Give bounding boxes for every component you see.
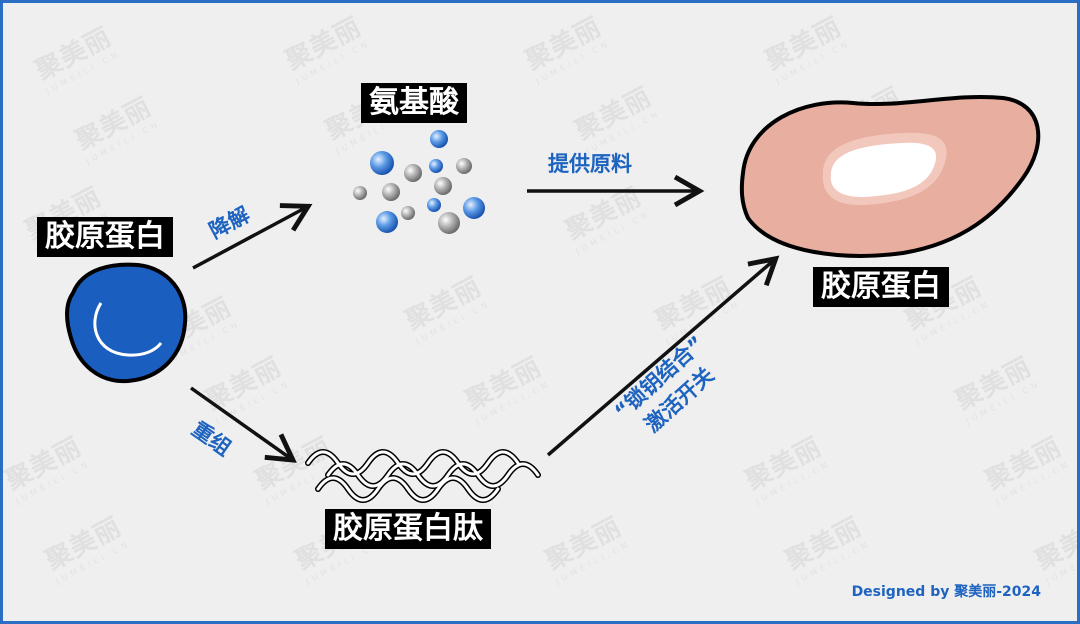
- amino-acid-spheres-icon: [353, 130, 485, 234]
- amino-acid-label: 氨基酸: [361, 83, 467, 123]
- recombine-arrow: [189, 386, 297, 463]
- collagen-label-left: 胶原蛋白: [37, 217, 173, 257]
- diagram-graphics: [65, 94, 1041, 503]
- degrade-arrow: [192, 203, 313, 270]
- peptide-label: 胶原蛋白肽: [325, 509, 491, 549]
- collagen-label-right: 胶原蛋白: [813, 267, 949, 307]
- collagen-blob-icon: [65, 262, 188, 384]
- activate-arrow: [546, 255, 780, 457]
- peptide-strands-icon: [305, 449, 541, 503]
- supply-text: 提供原料: [548, 152, 632, 176]
- footer-credit: Designed by 聚美丽-2024: [851, 584, 1041, 600]
